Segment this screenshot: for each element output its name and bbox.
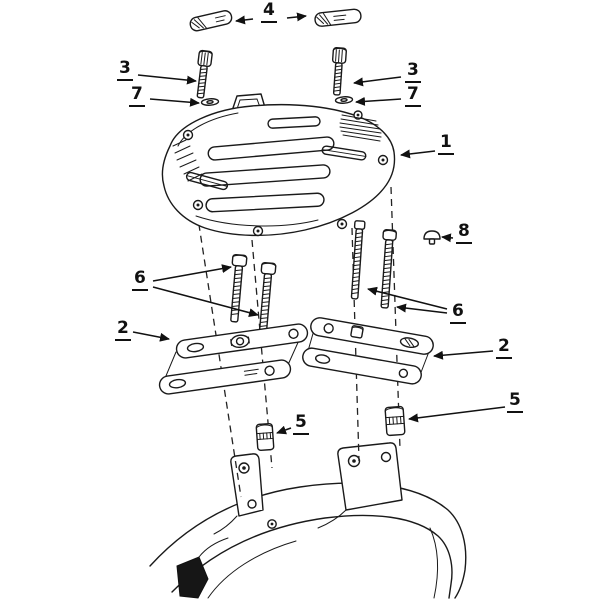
part-6-screw-left-2 (258, 261, 277, 335)
plate-hatching-left (172, 139, 203, 182)
callout-part8-label: 8 (456, 223, 472, 244)
callout-part1-label: 1 (438, 134, 454, 155)
callout-part6-right-label: 6 (450, 303, 466, 324)
part-7-washer-left (200, 98, 220, 106)
callout-part2-right-label: 2 (496, 338, 512, 359)
callout-part7-left-label: 7 (129, 86, 145, 107)
part-3-screw-right (331, 47, 347, 96)
callout-part4-label: 4 (261, 2, 277, 23)
part-4-cap-left (189, 10, 233, 32)
callout-part5-left-label: 5 (293, 414, 309, 435)
plate-hatching-right (339, 114, 382, 142)
part-8-button-bolt (423, 230, 441, 245)
part-6-screw-right-2 (380, 229, 397, 309)
motorcycle-left-stay (230, 453, 264, 517)
part-2-bracket-left (158, 323, 309, 395)
part-6-screw-right-1 (350, 220, 366, 300)
part-5-nut-left (255, 422, 275, 452)
callout-part3-left-label: 3 (117, 60, 133, 81)
part-6-screw-left-1 (230, 253, 248, 323)
part-5-nut-right (384, 405, 406, 437)
callout-part6-left-label: 6 (132, 270, 148, 291)
callout-arrows (132, 12, 506, 435)
callout-part3-right-label: 3 (405, 62, 421, 83)
part-2-bracket-right (302, 317, 434, 385)
part-1-rack-plate (161, 93, 396, 237)
part-4-cap-right (314, 8, 362, 27)
part-3-screw-left (196, 49, 213, 99)
part-7-washer-right (334, 96, 354, 104)
callout-part5-right-label: 5 (507, 392, 523, 413)
callout-part7-right-label: 7 (405, 86, 421, 107)
motorcycle-right-stay (337, 442, 403, 511)
motorcycle-rear-cowl (149, 482, 467, 599)
callout-part2-left-label: 2 (115, 320, 131, 341)
